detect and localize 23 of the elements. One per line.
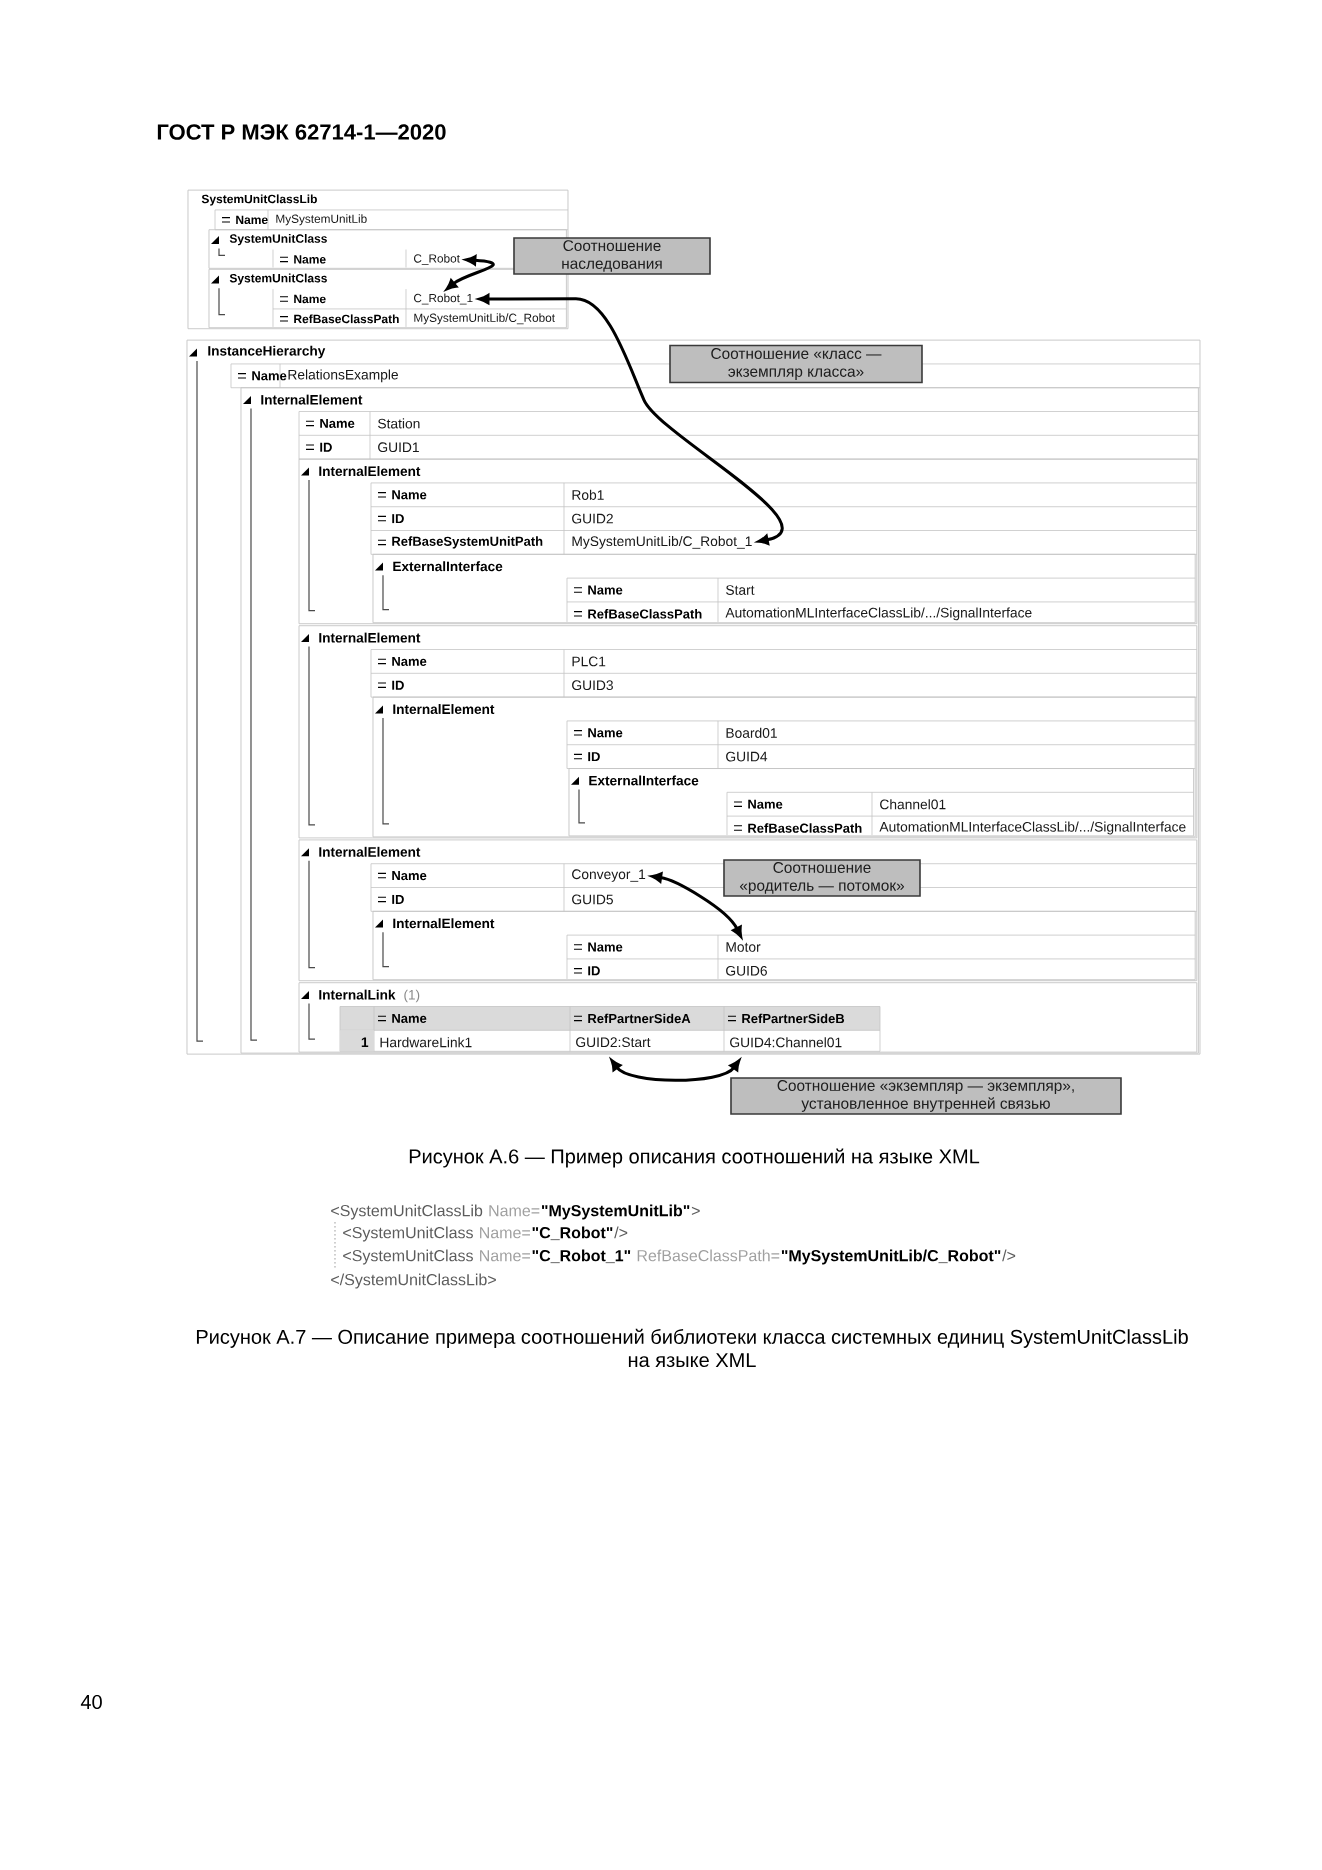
page-number: 40	[80, 1694, 102, 1710]
curved-arrow	[478, 293, 784, 545]
xml-tag: <SystemUnitClassLib	[331, 1204, 483, 1220]
xml-tag: >	[691, 1206, 700, 1215]
figure-caption: Рисунок А.6 — Пример описания соотношений на языке XML	[409, 1148, 980, 1168]
xml-attribute-name: Name=	[489, 1205, 540, 1217]
xml-attribute-name: Name=	[480, 1250, 530, 1262]
xml-attribute-name: Name=	[480, 1227, 530, 1239]
xml-tag: <SystemUnitClass	[343, 1226, 473, 1242]
xml-attribute-value: "C_Robot"	[532, 1226, 613, 1241]
curved-arrow	[445, 255, 495, 291]
xml-tag: </SystemUnitClassLib>	[331, 1273, 496, 1289]
xml-attribute-value: "C_Robot_1"	[532, 1249, 631, 1264]
xml-tag: />	[1002, 1249, 1016, 1262]
curved-arrow	[651, 872, 743, 938]
xml-tag: />	[614, 1226, 628, 1239]
xml-attribute-value: "MySystemUnitLib/C_Robot"	[781, 1249, 1001, 1265]
xml-tag: <SystemUnitClass	[343, 1249, 473, 1265]
curved-arrow	[610, 1059, 741, 1082]
xml-attribute-value: "MySystemUnitLib"	[542, 1204, 690, 1220]
running-header: ГОСТ Р МЭК 62714-1—2020	[157, 124, 446, 140]
figure-caption: Рисунок А.7 — Описание примера соотношений библиотеки класса системных единиц SystemUnitClassLib на языке XML	[196, 1328, 1188, 1368]
xml-attribute-name: RefBaseClassPath=	[637, 1249, 780, 1262]
